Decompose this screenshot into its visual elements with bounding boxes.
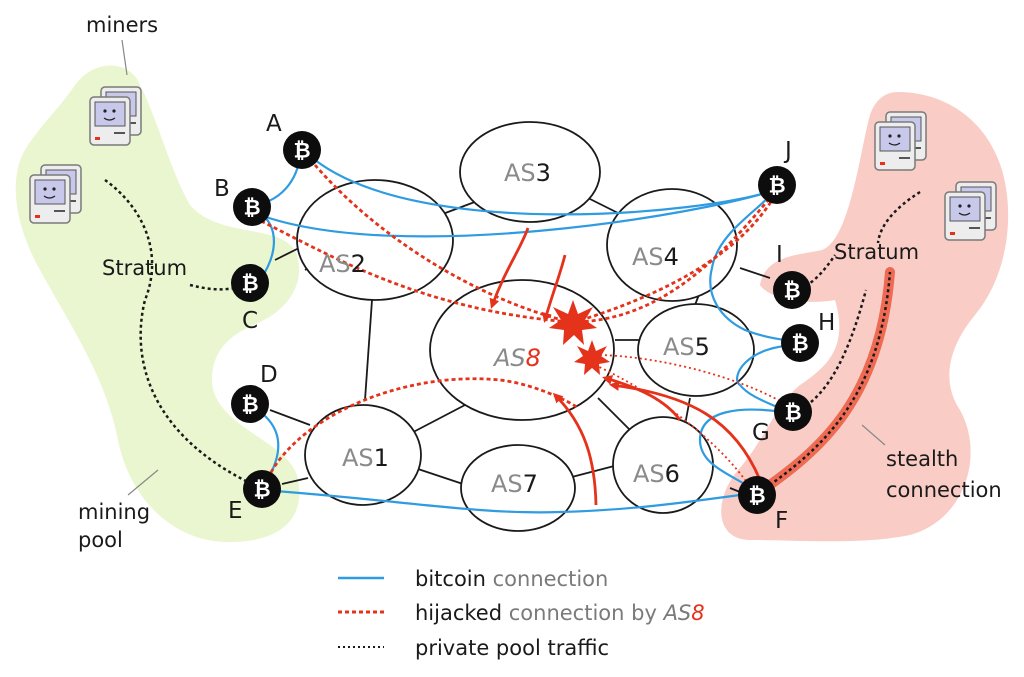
mining-pool-region — [15, 65, 300, 543]
legend: bitcoin connection hijacked connection b… — [338, 567, 705, 660]
stealth-label-1: stealth — [886, 447, 958, 471]
as2-cloud — [296, 179, 454, 301]
as2-label: AS2 — [319, 250, 366, 278]
as6-label: AS6 — [633, 460, 680, 488]
as4-cloud — [606, 188, 738, 302]
legend-hijacked-text: hijacked connection by AS8 — [415, 601, 705, 625]
node-label-b: B — [214, 176, 230, 202]
bitcoin-icon-d[interactable] — [231, 385, 269, 423]
bitcoin-icon-b[interactable] — [233, 188, 271, 226]
bitcoin-icon-h[interactable] — [781, 324, 819, 362]
node-label-i: I — [776, 242, 783, 268]
node-label-g: G — [752, 420, 770, 446]
hijacked-connections — [254, 164, 780, 486]
as3-label: AS3 — [504, 159, 551, 187]
stratum-left-label: Stratum — [102, 256, 187, 280]
node-label-c: C — [242, 308, 258, 334]
as5-cloud — [637, 303, 755, 397]
stealth-leader — [861, 424, 886, 446]
hijack-arrows — [489, 227, 762, 506]
node-label-d: D — [260, 362, 278, 388]
bitcoin-icon-c[interactable] — [231, 264, 269, 302]
mining-pool-leader — [127, 469, 159, 496]
hijacked-thin-connections — [594, 354, 793, 491]
node-label-e: E — [228, 498, 243, 524]
as7-label: AS7 — [491, 470, 538, 498]
as-clouds — [296, 121, 755, 532]
as3-cloud — [459, 121, 601, 223]
as8-label: AS8 — [492, 344, 541, 372]
hijack-star-icon-2 — [574, 340, 610, 375]
node-label-f: F — [775, 508, 788, 534]
bitcoin-icon-j[interactable] — [758, 166, 796, 204]
bitcoin-icon-f[interactable] — [738, 476, 776, 514]
miners-leader — [121, 39, 128, 76]
stratum-right-label: Stratum — [834, 240, 919, 264]
legend-bitcoin-text: bitcoin connection — [415, 567, 608, 591]
as4-label: AS4 — [632, 243, 679, 271]
bitcoin-icon-a[interactable] — [283, 131, 321, 169]
mining-pool-label-2: pool — [78, 528, 123, 552]
bitcoin-icon-g[interactable] — [774, 393, 812, 431]
legend-private-text: private pool traffic — [415, 636, 609, 660]
as1-label: AS1 — [342, 444, 389, 472]
stealth-label-2: connection — [886, 478, 1002, 502]
stealth-pool-region — [721, 92, 1009, 542]
node-label-j: J — [783, 138, 792, 164]
hijack-star-icon — [549, 300, 597, 345]
bitcoin-icon-e[interactable] — [243, 470, 281, 508]
bitcoin-icon-i[interactable] — [773, 271, 811, 309]
mining-pool-label-1: mining — [78, 500, 150, 524]
as1-cloud — [304, 404, 422, 506]
node-label-h: H — [818, 310, 835, 336]
miners-label: miners — [86, 13, 158, 37]
as7-cloud — [460, 444, 576, 532]
node-label-a: A — [266, 111, 282, 137]
as5-label: AS5 — [663, 333, 710, 361]
